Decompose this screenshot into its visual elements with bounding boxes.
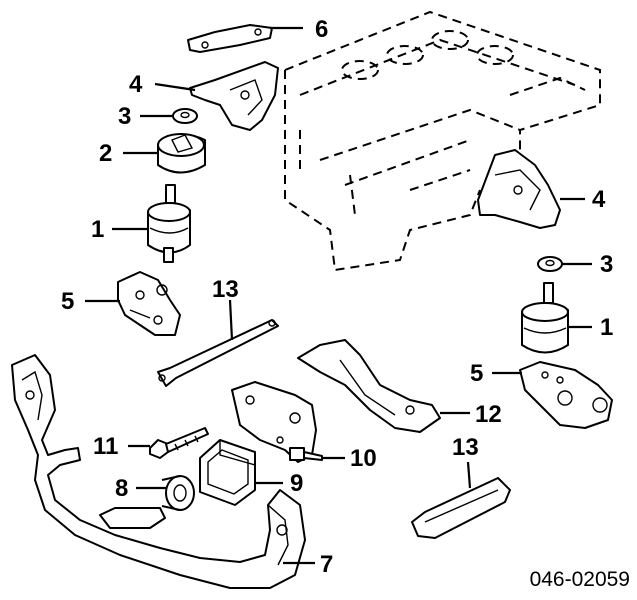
callout-1-right: 1 <box>600 314 613 341</box>
callout-11: 11 <box>93 433 118 460</box>
callout-8: 8 <box>115 475 128 502</box>
crossmember-bracket <box>297 339 441 433</box>
bolt-left <box>149 427 209 459</box>
washer-right <box>537 256 563 272</box>
callout-3-right: 3 <box>600 251 613 278</box>
engine-mount-left <box>147 184 191 263</box>
bolt-right <box>289 447 323 461</box>
callout-13-lower: 13 <box>452 434 479 461</box>
leader-lines <box>85 26 592 565</box>
strut-rod-lower <box>411 477 511 539</box>
callout-1-left: 1 <box>91 216 104 243</box>
rubber-insulator <box>157 133 206 174</box>
callout-5-left: 5 <box>61 288 74 315</box>
callout-labels: 6 4 3 2 1 5 13 4 3 1 5 12 11 10 13 8 9 7 <box>61 16 613 578</box>
callout-13-upper: 13 <box>212 276 239 303</box>
mount-bracket-left <box>117 271 181 336</box>
engine-bracket-left <box>189 61 279 131</box>
engine-block-outline <box>284 10 601 272</box>
callout-4-right: 4 <box>592 186 606 213</box>
part-number-code: 046-02059 <box>530 568 630 591</box>
crossmember-frame <box>11 354 306 589</box>
callout-4-upper-left: 4 <box>129 71 143 98</box>
rear-insulator <box>199 439 256 506</box>
strut-rod-upper <box>157 319 279 387</box>
callout-6: 6 <box>315 16 328 43</box>
washer-left <box>172 108 198 124</box>
callout-12: 12 <box>475 401 502 428</box>
callout-10: 10 <box>350 445 377 472</box>
callout-9: 9 <box>290 470 303 497</box>
bracket-plate <box>187 24 273 53</box>
callout-5-right: 5 <box>470 360 483 387</box>
bushing <box>161 475 195 511</box>
engine-mount-right <box>521 282 569 354</box>
callout-2: 2 <box>99 140 112 167</box>
engine-bracket-right <box>477 149 561 229</box>
callout-7: 7 <box>320 551 333 578</box>
callout-3-upper-left: 3 <box>118 103 131 130</box>
engine-side-plate <box>231 381 317 463</box>
mount-bracket-right <box>519 361 613 429</box>
